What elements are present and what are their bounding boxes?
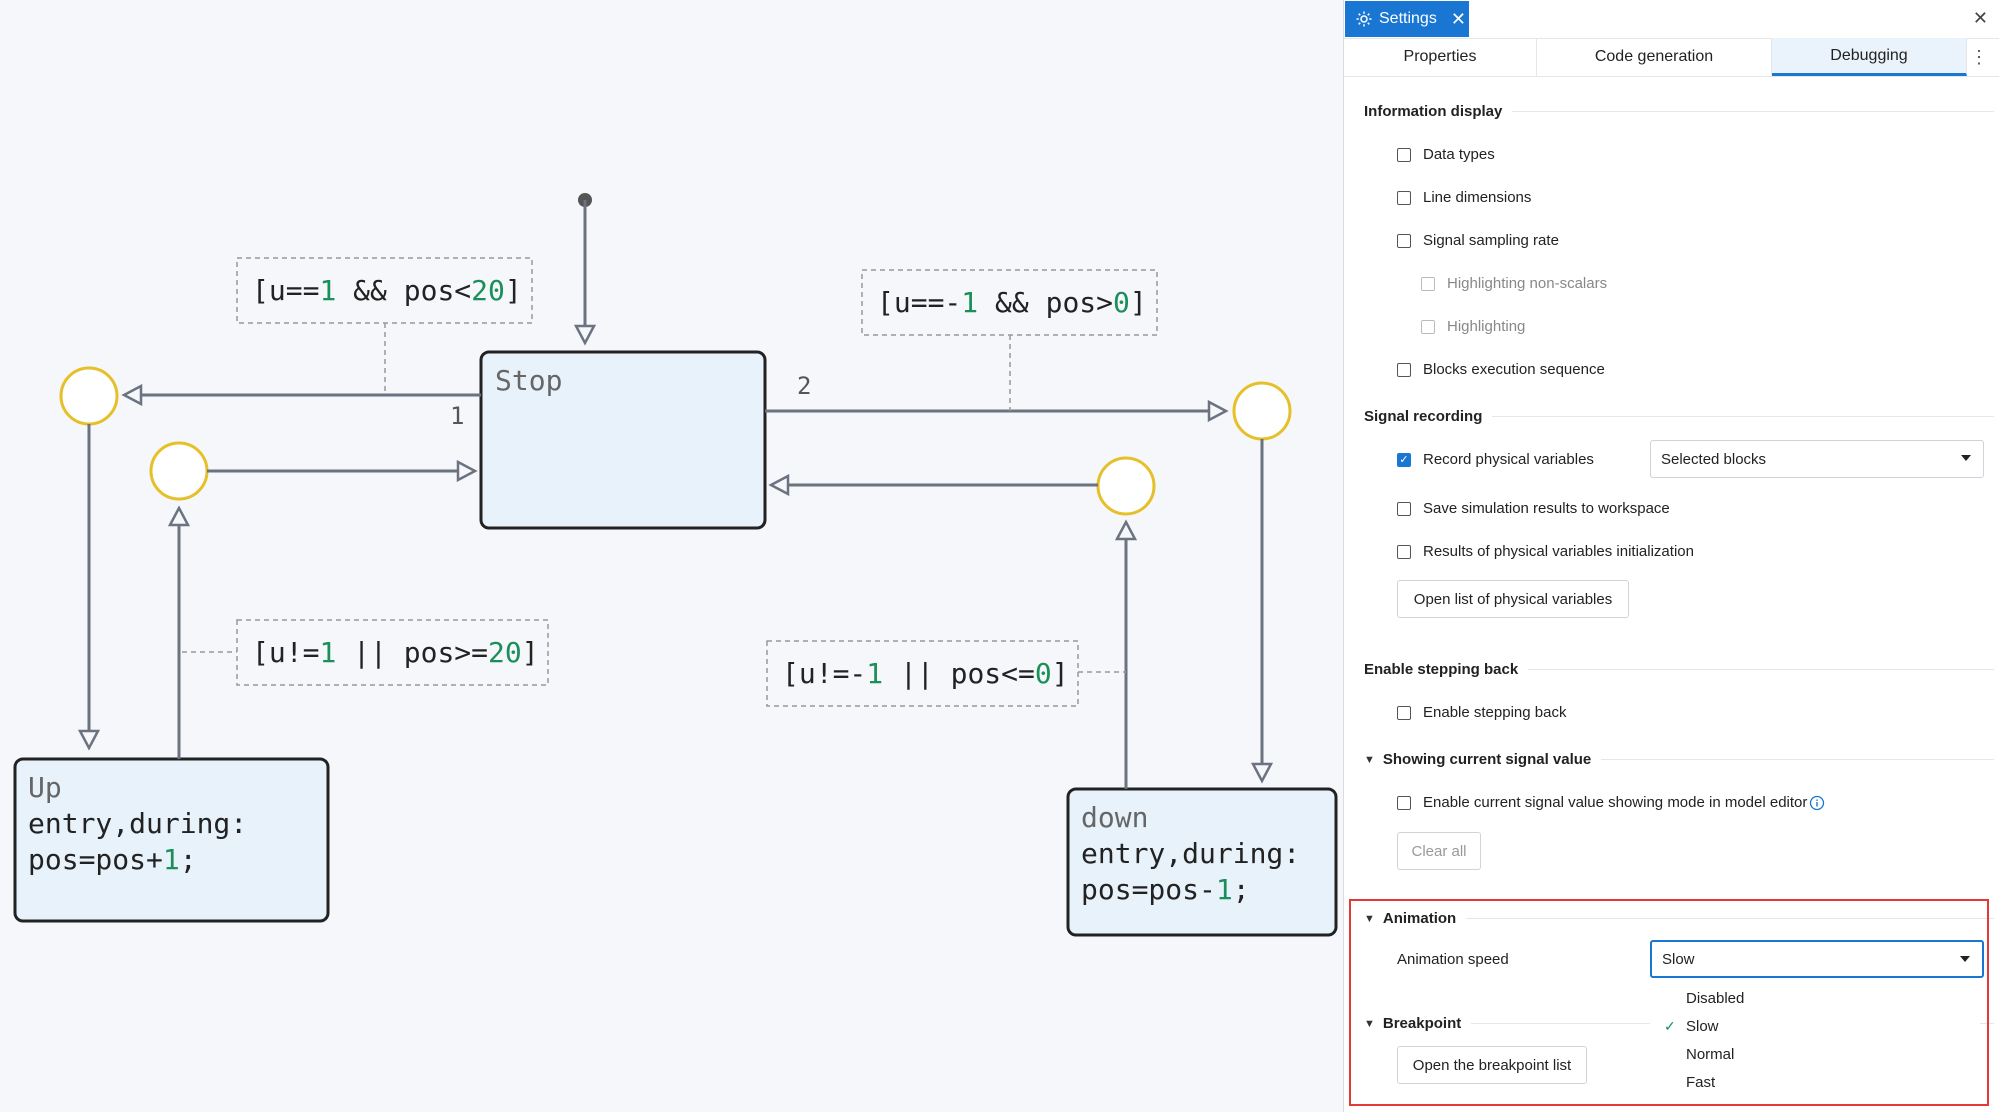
guard-box-4 <box>766 640 1079 707</box>
collapse-triangle-icon: ▼ <box>1364 753 1375 766</box>
panel-close-icon[interactable]: ✕ <box>1972 8 1988 28</box>
state-down[interactable] <box>1066 787 1338 937</box>
tab-bar: Properties Code generation Debugging ⋮ <box>1344 38 1999 77</box>
checkbox-signal-value-mode[interactable]: Enable current signal value showing mode… <box>1397 794 1825 811</box>
guard-text-4[interactable]: [u!=-1 || pos<=0] <box>782 657 1069 690</box>
model-canvas[interactable]: [u==1 && pos<20] [u==-1 && pos>0] [u!=1 … <box>0 0 1343 1112</box>
junction-left-bottom[interactable] <box>149 441 209 501</box>
checkbox-signal-sampling-rate[interactable]: Signal sampling rate <box>1397 232 1559 249</box>
more-options-icon[interactable]: ⋮ <box>1970 46 1988 67</box>
state-down-title: down <box>1081 801 1148 834</box>
clear-all-button[interactable]: Clear all <box>1397 832 1481 870</box>
checkbox-icon <box>1397 705 1411 720</box>
checkbox-record-physical-variables[interactable]: ✓Record physical variables <box>1397 451 1594 468</box>
state-up-line-1: entry,during: <box>28 807 247 840</box>
junction-right-top[interactable] <box>1232 381 1292 441</box>
animation-speed-label: Animation speed <box>1397 951 1509 968</box>
section-animation[interactable]: ▼Animation <box>1364 910 1994 927</box>
option-fast[interactable]: Fast <box>1686 1073 1716 1091</box>
open-physical-variables-button[interactable]: Open list of physical variables <box>1397 580 1629 618</box>
checkbox-enable-stepping-back[interactable]: Enable stepping back <box>1397 704 1566 721</box>
section-information-display: Information display <box>1364 103 1994 120</box>
panel-header: Settings ✕ ✕ <box>1344 0 1999 39</box>
animation-speed-dropdown: Disabled ✓Slow Normal Fast <box>1650 984 1980 1096</box>
checkbox-icon <box>1397 795 1411 810</box>
checkbox-icon <box>1397 190 1411 205</box>
checkbox-icon <box>1421 276 1435 291</box>
settings-tab[interactable]: Settings ✕ <box>1345 1 1469 37</box>
checkbox-data-types[interactable]: Data types <box>1397 146 1495 163</box>
checkbox-save-simulation-results[interactable]: Save simulation results to workspace <box>1397 500 1670 517</box>
checkbox-icon <box>1397 501 1411 516</box>
caret-down-icon <box>1960 956 1970 962</box>
option-normal[interactable]: Normal <box>1686 1045 1735 1063</box>
collapse-triangle-icon: ▼ <box>1364 1017 1375 1030</box>
checkbox-blocks-execution-sequence[interactable]: Blocks execution sequence <box>1397 361 1605 378</box>
state-up-line-2: pos=pos+1; <box>28 843 197 876</box>
guard-box-1 <box>236 257 533 324</box>
priority-2: 2 <box>797 372 811 400</box>
checkbox-icon <box>1397 362 1411 377</box>
checkbox-icon <box>1421 319 1435 334</box>
checkbox-icon <box>1397 544 1411 559</box>
settings-panel: Settings ✕ ✕ Properties Code generation … <box>1343 0 1999 1112</box>
option-slow[interactable]: ✓Slow <box>1664 1017 1719 1035</box>
checkbox-highlighting[interactable]: Highlighting <box>1421 318 1525 335</box>
priority-1: 1 <box>450 402 464 430</box>
highlight-frame <box>1349 899 1989 1106</box>
check-icon: ✓ <box>1664 1017 1676 1034</box>
checkmark-icon: ✓ <box>1397 452 1411 467</box>
state-down-line-1: entry,during: <box>1081 837 1300 870</box>
collapse-triangle-icon: ▼ <box>1364 912 1375 925</box>
section-signal-recording: Signal recording <box>1364 408 1994 425</box>
state-down-line-2: pos=pos-1; <box>1081 873 1250 906</box>
section-signal-value[interactable]: ▼Showing current signal value <box>1364 751 1994 768</box>
guard-text-1[interactable]: [u==1 && pos<20] <box>252 274 522 307</box>
tab-code-generation[interactable]: Code generation <box>1537 38 1772 76</box>
tab-properties[interactable]: Properties <box>1344 38 1537 76</box>
checkbox-initialization-results[interactable]: Results of physical variables initializa… <box>1397 543 1694 560</box>
junction-right-bottom[interactable] <box>1096 456 1156 516</box>
info-icon[interactable] <box>1809 795 1825 811</box>
open-breakpoint-list-button[interactable]: Open the breakpoint list <box>1397 1046 1587 1084</box>
checkbox-icon <box>1397 233 1411 248</box>
state-up[interactable] <box>13 757 330 923</box>
checkbox-line-dimensions[interactable]: Line dimensions <box>1397 189 1531 206</box>
guard-box-2 <box>861 269 1158 336</box>
guard-text-3[interactable]: [u!=1 || pos>=20] <box>252 636 539 669</box>
option-disabled[interactable]: Disabled <box>1686 989 1745 1007</box>
state-diagram: [u==1 && pos<20] [u==-1 && pos>0] [u!=1 … <box>13 193 1338 937</box>
checkbox-highlighting-non-scalars[interactable]: Highlighting non-scalars <box>1421 275 1607 292</box>
animation-speed-select[interactable]: Slow <box>1650 940 1984 978</box>
state-stop-title: Stop <box>495 364 562 397</box>
guard-text-2[interactable]: [u==-1 && pos>0] <box>877 286 1147 319</box>
junction-left-top[interactable] <box>59 366 119 426</box>
settings-tab-label: Settings <box>1379 10 1437 27</box>
state-stop[interactable] <box>479 350 767 530</box>
section-stepping-back: Enable stepping back <box>1364 661 1994 678</box>
gear-icon <box>1356 11 1372 27</box>
tab-debugging[interactable]: Debugging <box>1772 38 1967 76</box>
guard-box-3 <box>236 619 549 686</box>
close-icon[interactable]: ✕ <box>1450 9 1466 29</box>
checkbox-icon <box>1397 147 1411 162</box>
record-scope-select[interactable]: Selected blocks <box>1650 440 1984 478</box>
state-up-title: Up <box>28 771 62 804</box>
caret-down-icon <box>1961 455 1971 461</box>
